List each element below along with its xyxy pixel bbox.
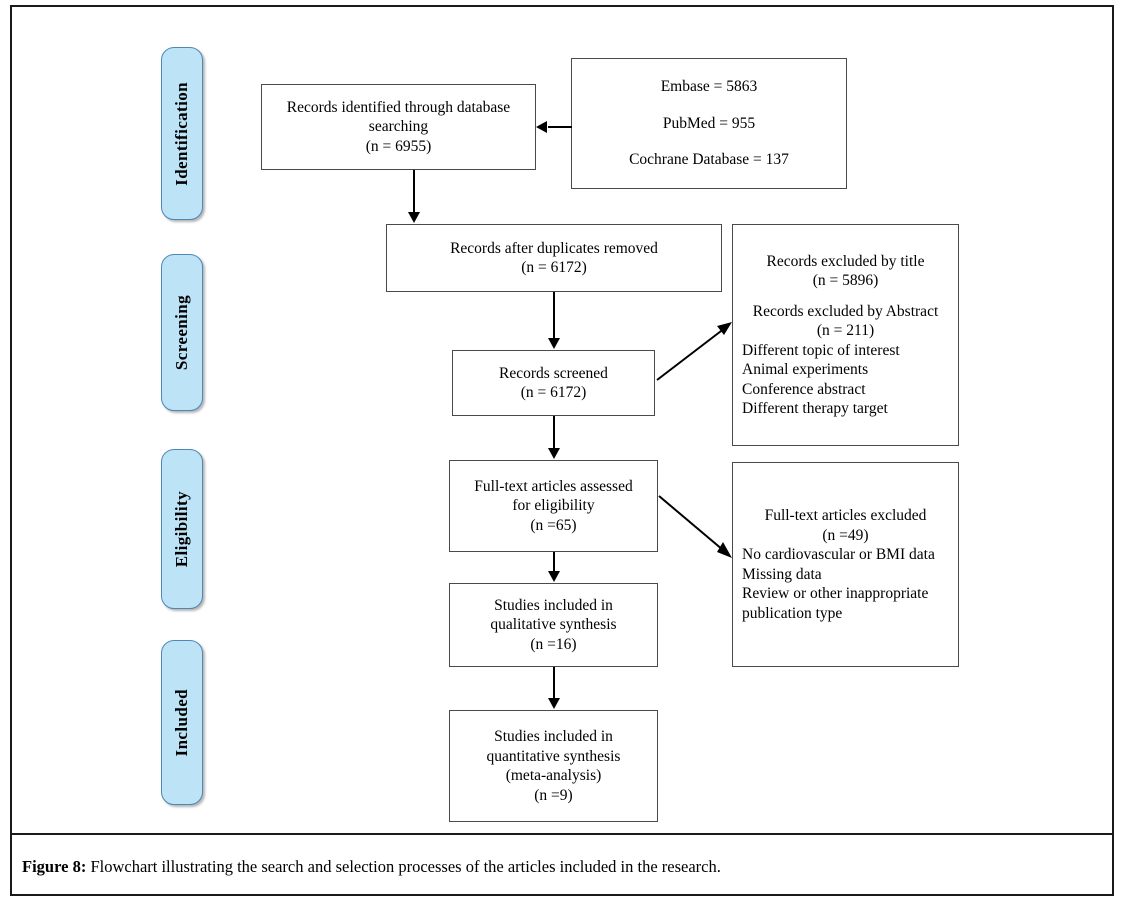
- figure-caption: Figure 8: Flowchart illustrating the sea…: [22, 857, 1082, 877]
- exclusion-reason-1: Different topic of interest: [742, 341, 900, 359]
- records-screened-label: Records screened: [499, 364, 608, 382]
- stage-tab-identification-label: Identification: [172, 81, 191, 186]
- figure-caption-text: Flowchart illustrating the search and se…: [86, 857, 721, 876]
- records-identified-line-2: searching: [368, 118, 429, 136]
- box-database-counts: Embase = 5863 PubMed = 955 Cochrane Data…: [571, 58, 847, 189]
- connector-screened-to-excluded: [656, 322, 732, 381]
- fulltext-exclusion-reason-3: Review or other inappropriate publicatio…: [742, 585, 929, 622]
- arrowhead-screened-to-fulltext: [548, 448, 560, 459]
- excluded-by-abstract-count: (n = 211): [816, 322, 875, 339]
- exclusion-reason-3: Conference abstract: [742, 380, 866, 398]
- database-count-pubmed: PubMed = 955: [662, 114, 756, 132]
- fulltext-exclusion-reason-1: No cardiovascular or BMI data: [742, 546, 935, 563]
- fulltext-assessed-count: (n =65): [530, 516, 577, 534]
- qualitative-count: (n =16): [530, 635, 577, 653]
- arrowhead-fulltext-to-qualitative: [548, 571, 560, 582]
- stage-tab-screening-label: Screening: [172, 294, 191, 371]
- quantitative-line-1: Studies included in: [494, 728, 613, 745]
- box-fulltext-excluded: Full-text articles excluded (n =49) No c…: [732, 462, 959, 667]
- arrowhead-identified-to-duplicates: [408, 212, 420, 223]
- stage-tab-included: Included: [161, 640, 203, 805]
- quantitative-count: (n =9): [534, 786, 573, 804]
- box-fulltext-assessed: Full-text articles assessed for eligibil…: [449, 460, 658, 552]
- excluded-by-title-count: (n = 5896): [812, 272, 879, 289]
- quantitative-line-2: quantitative synthesis: [486, 747, 621, 765]
- stage-tab-eligibility: Eligibility: [161, 449, 203, 609]
- caption-divider: [11, 833, 1113, 835]
- qualitative-line-2: qualitative synthesis: [490, 616, 617, 634]
- qualitative-line-1: Studies included in: [494, 596, 613, 614]
- database-count-cochrane: Cochrane Database = 137: [629, 151, 789, 169]
- figure-caption-label: Figure 8:: [22, 857, 87, 876]
- stage-tab-included-label: Included: [172, 688, 191, 757]
- records-identified-line-1: Records identified through database: [286, 98, 511, 116]
- box-qualitative-synthesis: Studies included in qualitative synthesi…: [449, 583, 658, 667]
- connector-duplicates-to-screened: [553, 292, 555, 339]
- duplicates-removed-line-1: Records after duplicates removed: [450, 239, 658, 257]
- fulltext-exclusion-reason-2: Missing data: [742, 565, 822, 583]
- excluded-by-title-label: Records excluded by title: [766, 252, 925, 270]
- records-identified-count: (n = 6955): [365, 137, 432, 155]
- stage-tab-screening: Screening: [161, 254, 203, 411]
- arrowhead-duplicates-to-screened: [548, 338, 560, 349]
- box-records-screened: Records screened (n = 6172): [452, 350, 655, 416]
- excluded-by-abstract-label: Records excluded by Abstract: [752, 302, 939, 320]
- fulltext-excluded-label: Full-text articles excluded: [764, 507, 927, 524]
- stage-tab-identification: Identification: [161, 47, 203, 220]
- connector-screened-to-fulltext: [553, 416, 555, 449]
- stage-tab-eligibility-label: Eligibility: [172, 490, 191, 568]
- box-duplicates-removed: Records after duplicates removed (n = 61…: [386, 224, 722, 292]
- arrowhead-qualitative-to-quantitative: [548, 698, 560, 709]
- connector-fulltext-to-excluded: [658, 495, 732, 558]
- exclusion-reason-2: Animal experiments: [742, 361, 869, 378]
- duplicates-removed-count: (n = 6172): [521, 259, 587, 276]
- quantitative-line-3: (meta-analysis): [505, 767, 602, 784]
- box-records-identified: Records identified through database sear…: [261, 84, 536, 170]
- exclusion-reason-4: Different therapy target: [742, 400, 888, 417]
- records-screened-count: (n = 6172): [520, 384, 587, 401]
- fulltext-assessed-line-2: for eligibility: [512, 497, 595, 515]
- box-records-excluded: Records excluded by title (n = 5896) Rec…: [732, 224, 959, 446]
- fulltext-excluded-count: (n =49): [822, 526, 869, 544]
- connector-databases-to-identified: [548, 126, 572, 128]
- connector-qualitative-to-quantitative: [553, 667, 555, 699]
- spacer: [733, 291, 958, 302]
- box-quantitative-synthesis: Studies included in quantitative synthes…: [449, 710, 658, 822]
- arrowhead-databases-to-identified: [536, 121, 547, 133]
- connector-fulltext-to-qualitative: [553, 552, 555, 572]
- connector-identified-to-duplicates: [413, 170, 415, 213]
- database-count-embase: Embase = 5863: [660, 78, 758, 96]
- fulltext-assessed-line-1: Full-text articles assessed: [474, 477, 633, 495]
